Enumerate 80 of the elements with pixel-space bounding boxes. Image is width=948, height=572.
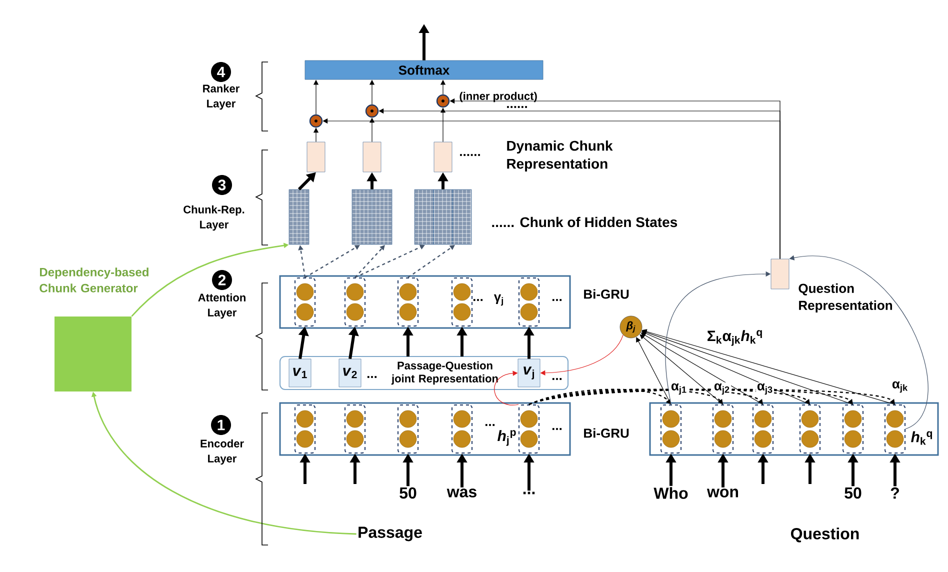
gru-cell [660, 404, 682, 454]
text-label: Dynamic Chunk Representation [507, 140, 613, 172]
representation-box [362, 142, 382, 172]
word-label: 50 [400, 487, 416, 499]
number-badge: 1 [211, 415, 231, 435]
arrow [640, 332, 764, 405]
gru-cell [294, 404, 316, 454]
product-circle [365, 104, 379, 118]
gru-cell [344, 278, 366, 326]
representation-box [306, 142, 326, 172]
ellipsis: ... [473, 299, 483, 301]
layer-label: Chunk-Rep. Layer [184, 205, 244, 231]
representation-box [434, 142, 452, 172]
ellipsis: ... [367, 376, 377, 378]
representation-box [770, 258, 790, 290]
math-label: h$_{j}$p [498, 430, 516, 446]
section-label: Question [791, 528, 859, 542]
word-label: ? [890, 487, 899, 499]
word-label: won [706, 488, 738, 498]
note-label: (inner product) [460, 92, 537, 102]
arrow [528, 388, 671, 406]
arrow [354, 245, 385, 278]
hidden-state-grid [414, 189, 472, 245]
ellipsis: ... [552, 428, 562, 430]
bi-gru-layer [279, 275, 571, 329]
gru-cell [752, 404, 774, 454]
generator-square [54, 316, 132, 392]
softmax-bar: Softmax [304, 60, 544, 80]
vector-box: v$_{j}$ [518, 358, 540, 388]
side-label: Question Representation [798, 283, 892, 313]
word-label: was [446, 488, 476, 498]
ellipsis: ... [552, 378, 562, 380]
gru-cell [452, 404, 472, 454]
layer-type-label: Bi-GRU [584, 428, 629, 438]
layer-label: Ranker Layer [203, 84, 240, 110]
gru-cell [518, 404, 540, 454]
vector-box: v$_{2}$ [338, 358, 362, 388]
number-badge: 3 [212, 175, 232, 195]
bi-gru-layer [279, 402, 571, 456]
product-circle [436, 94, 450, 108]
word-label: ... [523, 492, 535, 494]
product-circle [309, 114, 323, 128]
word-label: 50 [844, 487, 862, 499]
arrow [494, 370, 519, 406]
gru-cell [344, 404, 366, 454]
gru-cell [518, 278, 540, 326]
gru-cell [800, 404, 820, 454]
arrow [640, 334, 724, 405]
math-label: Σ$_{k}$α$_{jk}$h$_{k}$q [706, 329, 764, 347]
hidden-state-grid [352, 189, 392, 245]
gru-cell [294, 278, 316, 326]
text-label: ...... Chunk of Hidden States [492, 216, 678, 228]
gru-cell [398, 404, 418, 454]
generator-label: Dependency-based Chunk Generator [40, 268, 148, 292]
word-label: Who [654, 487, 688, 499]
number-badge: 2 [212, 270, 232, 290]
bi-gru-layer [649, 402, 939, 456]
math-label: α$_{j3}$ [756, 382, 774, 396]
math-label: α$_{jk}$ [890, 380, 910, 394]
math-label: α$_{j1}$ [670, 382, 688, 396]
layer-label: Encoder Layer [200, 439, 244, 465]
ellipsis: ... [485, 424, 495, 426]
gru-cell [452, 278, 472, 326]
math-label: α$_{j2}$ [712, 382, 732, 396]
ellipsis: ...... [460, 154, 480, 156]
hidden-state-grid [288, 189, 310, 245]
ellipsis: ... [552, 299, 562, 301]
arrow [642, 330, 854, 405]
gru-cell [712, 404, 734, 454]
gru-cell [884, 404, 906, 454]
number-badge: 4 [211, 62, 231, 82]
vector-box: v$_{1}$ [288, 358, 312, 388]
gru-cell [842, 404, 864, 454]
layer-label: Attention Layer [198, 293, 246, 319]
ellipsis: ...... [507, 106, 527, 108]
math-label: h$_{k}$q [911, 431, 932, 445]
gru-cell [398, 278, 418, 326]
math-label: γ$_{j}$ [494, 294, 503, 306]
layer-type-label: Bi-GRU [584, 289, 629, 299]
section-label: Passage [358, 526, 422, 542]
